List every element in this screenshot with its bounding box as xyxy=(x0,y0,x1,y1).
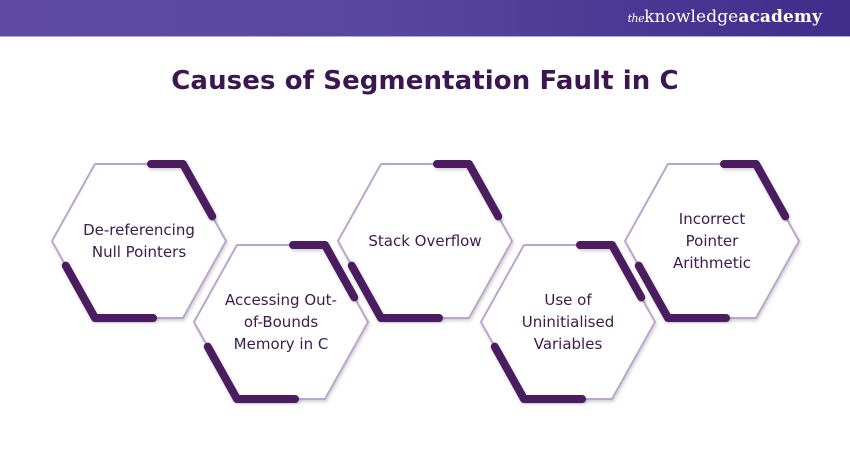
hexagon-accent-top xyxy=(433,160,503,221)
cause-label: Incorrect Pointer Arithmetic xyxy=(672,210,752,272)
hexagon-accent-bottom xyxy=(61,261,157,322)
hexagon-accent-top xyxy=(147,160,217,221)
hexagon-accent-top xyxy=(720,160,790,221)
hexagon-accent-top xyxy=(576,241,646,302)
logo-word-academy: academy xyxy=(738,7,822,27)
hexagon-accent-bottom xyxy=(634,261,730,322)
hexagon-accent-top xyxy=(289,241,359,302)
hexagon-2 xyxy=(192,241,370,403)
cause-label: Use of Uninitialised Variables xyxy=(521,291,615,353)
header-bar: theknowledgeacademy xyxy=(0,0,850,37)
page-title: Causes of Segmentation Fault in C xyxy=(171,66,679,96)
logo-word-knowledge: knowledge xyxy=(644,7,739,27)
hexagon-5 xyxy=(623,160,801,322)
hexagon-accent-bottom xyxy=(203,342,299,403)
hexagon-accent-bottom xyxy=(347,261,443,322)
cause-label: Accessing Out-of-Bounds Memory in C xyxy=(225,291,337,353)
hexagon-3 xyxy=(336,160,514,322)
cause-label: De-referencing Null Pointers xyxy=(83,221,195,261)
brand-logo[interactable]: theknowledgeacademy xyxy=(628,6,822,30)
hexagon-1 xyxy=(50,160,228,322)
hexagon-accent-bottom xyxy=(490,342,586,403)
logo-prefix: the xyxy=(627,12,645,25)
hexagon-4 xyxy=(479,241,657,403)
cause-label: Stack Overflow xyxy=(368,232,482,250)
